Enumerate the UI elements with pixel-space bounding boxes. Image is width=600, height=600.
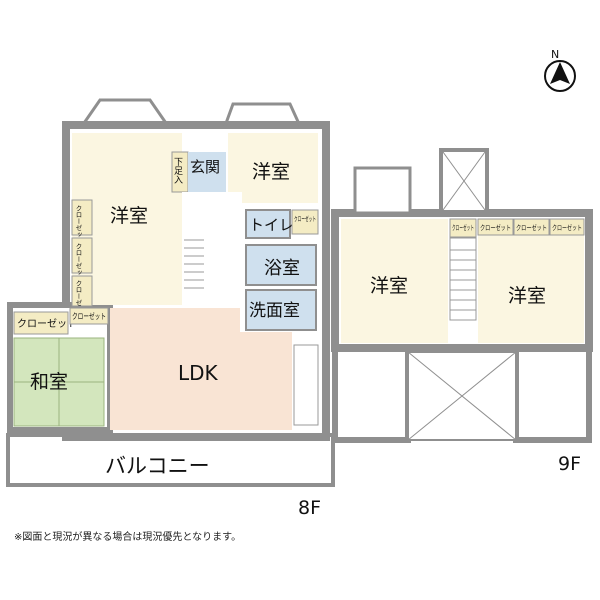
balcony-area: [6, 433, 335, 487]
closet-c-label: クローゼット: [74, 280, 82, 320]
closet-b-label: クローゼット: [74, 243, 82, 282]
staircase-9f: [449, 237, 477, 321]
room-western-left-9f-label: 洋室: [370, 275, 408, 297]
closet-a: [71, 199, 93, 236]
room-western-left-9f: [341, 219, 448, 343]
shoe-storage-label: 下足入: [172, 157, 183, 184]
toilet-closet-label: クローゼット: [294, 214, 316, 223]
closet-small-label: クローゼット: [72, 311, 106, 321]
closet-c: [71, 275, 93, 307]
toilet-label: トイレ: [249, 216, 294, 234]
closet-r3-label: クローゼット: [552, 223, 582, 232]
closet-r3: [549, 218, 585, 236]
bath-label: 浴室: [264, 258, 300, 279]
room-western-main-label: 洋室: [110, 205, 148, 227]
kitchen-counter: [293, 344, 319, 426]
floor-9f-label: 9F: [558, 453, 581, 475]
hallway: [182, 192, 242, 307]
staircase-9f-steps: [450, 249, 476, 311]
compass-north-label: N: [551, 48, 559, 61]
closet-stair-label: クローゼット: [452, 223, 474, 232]
closet-small: [69, 307, 109, 325]
bay-window-9f: [353, 166, 412, 215]
staircase-8f: [184, 239, 204, 289]
closet-r1-label: クローゼット: [480, 223, 511, 232]
room-ldk-label: LDK: [178, 361, 219, 385]
bath-room: [245, 244, 317, 286]
compass-icon: N: [544, 48, 576, 92]
closet-stair: [449, 218, 477, 238]
floor-9f: 洋室 クローゼット 洋室 クローゼット クローゼット クローゼット 9F: [331, 148, 593, 475]
room-kitchen: [240, 332, 292, 430]
closet-japanese: [13, 311, 69, 335]
entrance-area: [188, 152, 226, 192]
toilet-closet: [291, 209, 319, 235]
balcony-label: バルコニー: [105, 454, 210, 478]
room-japanese-label: 和室: [30, 371, 68, 393]
room-western-right-9f: [478, 219, 584, 343]
toilet-room: [245, 209, 291, 239]
entrance-label: 玄関: [190, 158, 220, 176]
disclaimer-note: ※図面と現況が異なる場合は現況優先となります。: [14, 532, 242, 543]
closet-a-label: クローゼット: [74, 205, 82, 245]
closet-b: [71, 237, 93, 274]
washroom: [245, 289, 317, 331]
bay-window-left: [80, 98, 170, 127]
closet-r2-label: クローゼット: [516, 223, 547, 232]
floor-8f-label: 8F: [298, 497, 321, 519]
washroom-label: 洗面室: [249, 301, 300, 321]
room-western-ne: [228, 133, 318, 203]
room-western-right-9f-label: 洋室: [508, 285, 546, 307]
room-western-ne-label: 洋室: [252, 161, 290, 183]
floor-8f: 洋室 クローゼット クローゼット クローゼット 下足入 玄関 洋室 トイレ クロ…: [6, 98, 335, 519]
room-ldk: [110, 308, 240, 430]
closet-japanese-label: クローゼット: [17, 318, 77, 330]
closet-r2: [513, 218, 550, 236]
closet-r1: [477, 218, 514, 236]
bay-window-right: [223, 102, 302, 127]
